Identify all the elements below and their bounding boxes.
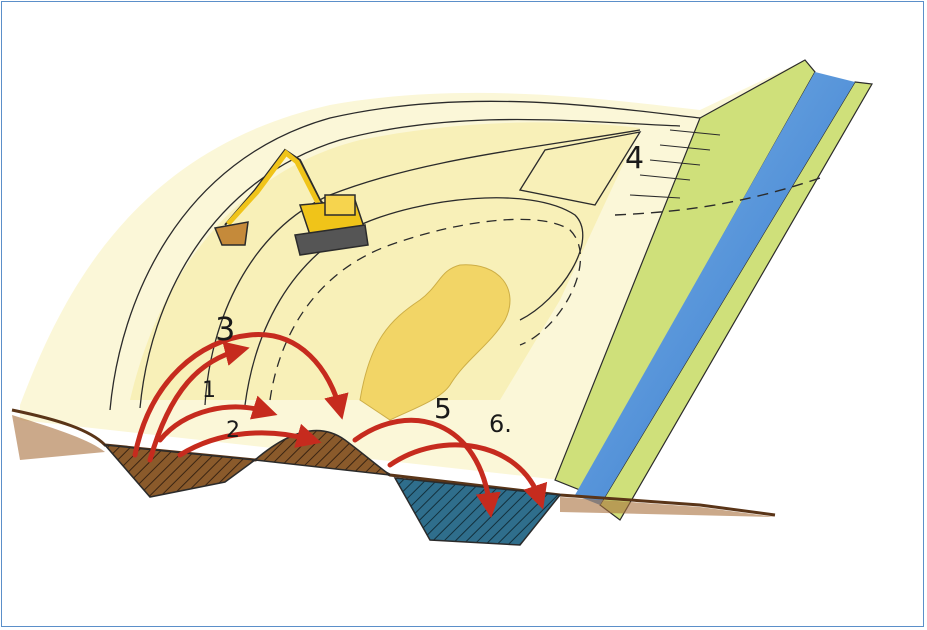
step-label-5: 5 <box>434 392 452 425</box>
step-label-1: 1 <box>202 378 216 403</box>
step-label-2: 2 <box>226 418 240 443</box>
step-label-4: 4 <box>625 141 644 176</box>
ground-shadow-right <box>560 497 775 517</box>
step-label-3: 3 <box>215 310 235 348</box>
step-label-6: 6. <box>489 410 512 438</box>
